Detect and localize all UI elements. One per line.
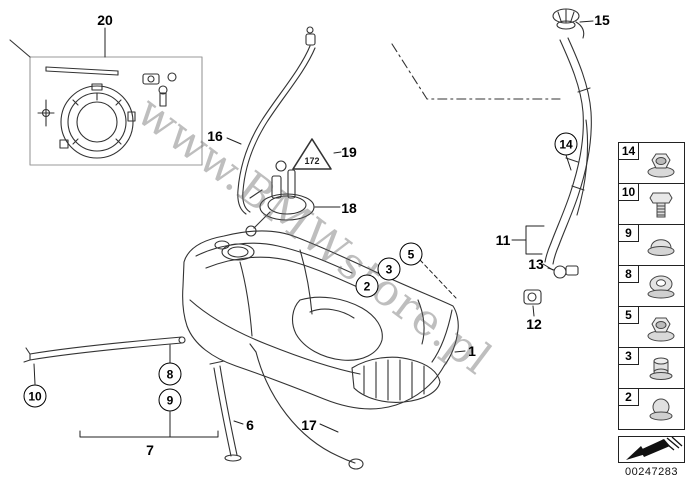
- spacer-sleeve-icon: [649, 357, 673, 380]
- callout-17: 17: [301, 417, 317, 433]
- legend-number-3: 3: [619, 348, 639, 365]
- hose-clip-drawing: [523, 289, 542, 305]
- legend-item-5: 5: [618, 306, 685, 348]
- flange-nut-icon: [641, 312, 681, 344]
- legend-item-8: 8: [618, 265, 685, 307]
- callout-15: 15: [594, 12, 610, 28]
- legend-number-2: 2: [619, 389, 639, 406]
- legend-item-3: 3: [618, 347, 685, 389]
- callout-12: 12: [526, 316, 542, 332]
- legend-item-10: 10: [618, 183, 685, 225]
- legend-number-14: 14: [619, 143, 639, 160]
- callout-circle-3: 3: [377, 257, 401, 281]
- callout-20: 20: [97, 12, 113, 28]
- tank-straps-drawing: [23, 336, 364, 470]
- callout-7: 7: [146, 442, 154, 458]
- image-number: 00247283: [625, 466, 678, 478]
- callout-circle-8: 8: [158, 362, 182, 386]
- plug-icon: [649, 398, 673, 421]
- callout-circle-14: 14: [554, 132, 578, 156]
- legend-number-9: 9: [619, 225, 639, 242]
- callout-circle-5: 5: [399, 242, 423, 266]
- legend-item-9: 9: [618, 224, 685, 266]
- callout-13: 13: [528, 256, 544, 272]
- callout-11: 11: [495, 232, 511, 248]
- flange-nut-icon: [641, 148, 681, 180]
- callout-circle-9: 9: [158, 388, 182, 412]
- legend-number-10: 10: [619, 184, 639, 201]
- legend-number-8: 8: [619, 266, 639, 283]
- callout-19: 19: [341, 144, 357, 160]
- callout-6: 6: [246, 417, 254, 433]
- legend-item-2: 2: [618, 388, 685, 430]
- legend-number-5: 5: [619, 307, 639, 324]
- bushing-icon: [647, 275, 675, 299]
- fuel-tank-drawing: [182, 230, 459, 410]
- callout-circle-10: 10: [23, 384, 47, 408]
- vent-hose-drawing: [237, 26, 316, 215]
- sealing-kit-drawing: [29, 56, 203, 166]
- direction-arrow-box: [618, 436, 685, 463]
- warning-triangle-text: 172: [304, 156, 319, 166]
- leader-lines: [33, 20, 594, 438]
- warning-triangle: 172: [292, 138, 332, 170]
- hex-bolt-icon: [649, 192, 673, 218]
- grommet-icon: [647, 239, 675, 256]
- fuel-pump-drawing: [245, 160, 315, 237]
- callout-1: 1: [468, 343, 476, 359]
- callout-18: 18: [341, 200, 357, 216]
- section-line: [391, 43, 561, 100]
- callout-circle-2: 2: [355, 274, 379, 298]
- corner-pointer-line: [9, 39, 31, 58]
- filler-pipe-drawing: [544, 37, 592, 279]
- hardware-legend: 14 10 9 8: [618, 142, 685, 430]
- legend-item-14: 14: [618, 142, 685, 184]
- direction-arrow-icon: [626, 437, 683, 460]
- filler-cap-drawing: [552, 8, 585, 39]
- callout-16: 16: [207, 128, 223, 144]
